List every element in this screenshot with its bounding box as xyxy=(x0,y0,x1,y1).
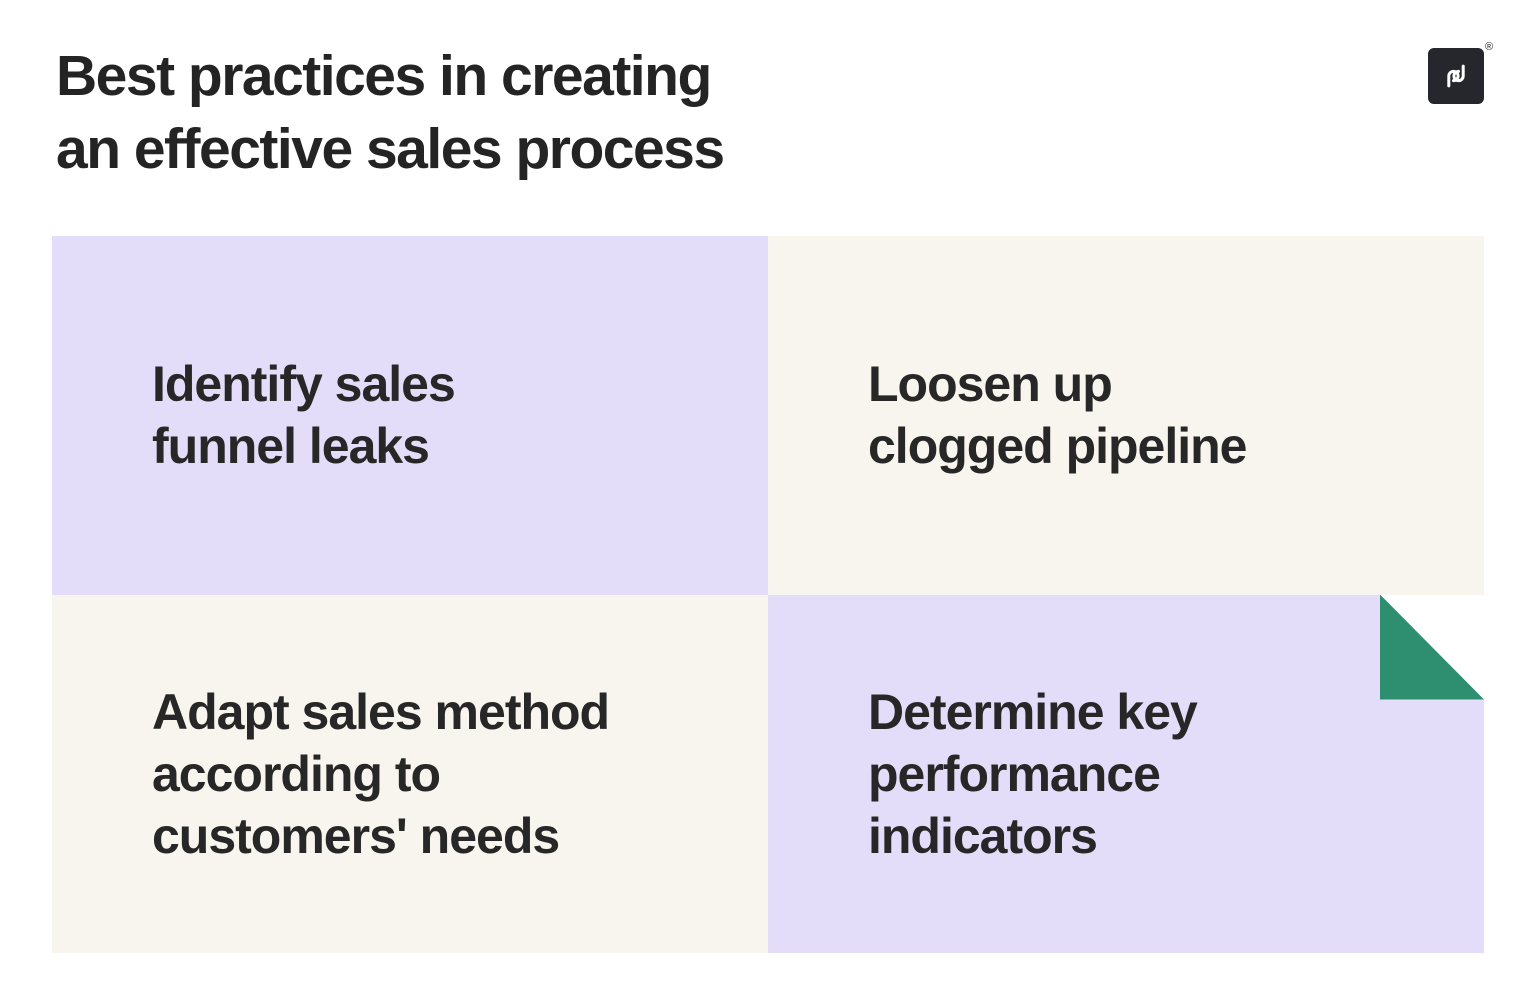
card-label: Loosen up clogged pipeline xyxy=(768,353,1286,477)
page-title: Best practices in creating an effective … xyxy=(56,40,725,186)
card-label-line: customers' needs xyxy=(152,807,560,864)
card-background xyxy=(768,236,1484,595)
card-label-line: performance xyxy=(868,745,1161,802)
card-label: Identify sales funnel leaks xyxy=(52,353,495,477)
page-title-line-2: an effective sales process xyxy=(56,117,725,181)
quadrant-grid: Identify sales funnel leaks Loosen up cl… xyxy=(52,236,1484,953)
card-label-line: Adapt sales method xyxy=(152,683,610,740)
registered-trademark: ® xyxy=(1485,41,1494,53)
pandadoc-logo: ® xyxy=(1428,41,1493,104)
card-background xyxy=(52,594,768,953)
card-identify-sales-funnel-leaks: Identify sales funnel leaks xyxy=(52,236,768,595)
card-background xyxy=(52,236,768,595)
folded-corner-triangle xyxy=(1380,594,1484,700)
card-label-line: Determine key xyxy=(868,683,1198,740)
card-adapt-sales-method: Adapt sales method according to customer… xyxy=(52,594,768,953)
page-title-line-1: Best practices in creating xyxy=(56,44,712,108)
card-label: Adapt sales method according to customer… xyxy=(52,681,649,867)
card-label-line: according to xyxy=(152,745,441,802)
card-label: Determine key performance indicators xyxy=(768,681,1237,867)
card-background xyxy=(768,595,1484,954)
card-determine-key-performance-indicators: Determine key performance indicators xyxy=(768,594,1484,954)
pd-monogram-icon xyxy=(1447,64,1465,88)
card-label-line: indicators xyxy=(868,807,1098,864)
card-label-line: funnel leaks xyxy=(152,418,430,475)
card-label-line: Identify sales xyxy=(152,356,456,413)
card-label-line: Loosen up xyxy=(868,356,1113,413)
card-label-line: clogged pipeline xyxy=(868,418,1247,475)
card-loosen-up-clogged-pipeline: Loosen up clogged pipeline xyxy=(768,236,1484,595)
